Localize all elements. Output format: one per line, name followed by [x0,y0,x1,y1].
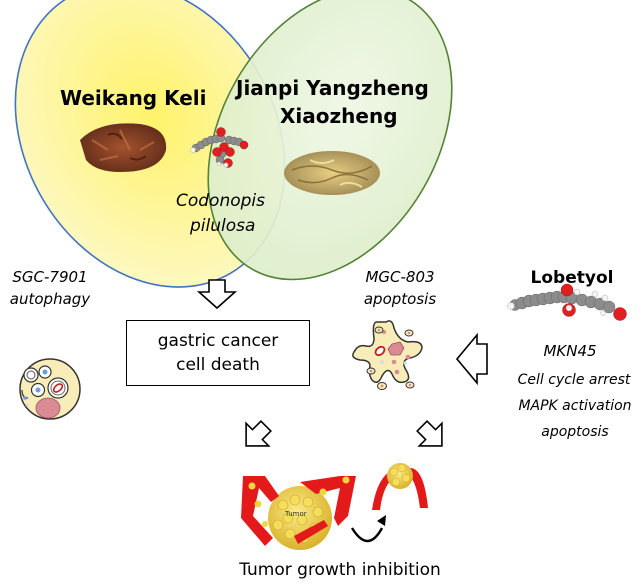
venn-label-jianpi-line1: Jianpi Yangzheng [236,76,429,100]
box-text-line1: gastric cancer [157,331,279,351]
curved-arrow-progression [350,515,386,543]
lobetyol-molecule-model [507,283,627,321]
compound-name-lobetyol: Lobetyol [530,268,614,288]
cell-line-sgc7901: SGC-7901 [12,268,88,286]
root-image-codonopsis [284,151,380,195]
effect-cell-cycle-arrest: Cell cycle arrest [517,372,631,388]
arrow-diagonal-to-tumor-right [416,420,443,447]
arrow-down-to-cell-death [196,279,238,310]
venn-label-jianpi-line2: Xiaozheng [280,104,398,128]
overlap-label-codonopsis-line1: Codonopis [176,191,266,211]
tumor-growth-inhibition-label: Tumor growth inhibition [239,560,441,580]
tumor-large-illustration [241,476,356,550]
venn-set-jianpi-yangzheng-xiaozheng [207,0,453,281]
molecule-model-small [190,127,249,168]
arrow-left-from-lobetyol [455,332,488,386]
herb-image-weikang-keli [80,123,167,172]
mechanism-apoptosis: apoptosis [363,290,437,308]
box-text-line2: cell death [176,355,260,375]
overlap-label-codonopsis-line2: pilulosa [190,216,256,236]
effect-mapk-activation: MAPK activation [518,398,632,414]
cell-line-mgc803: MGC-803 [365,268,435,286]
arrow-diagonal-to-tumor-left [245,420,272,447]
tumor-label: Tumor [285,510,307,518]
apoptosis-cell-illustration [352,320,423,390]
effect-apoptosis: apoptosis [541,424,609,440]
mechanism-autophagy: autophagy [9,290,91,308]
gastric-cancer-cell-death-box: gastric cancer cell death [126,320,310,386]
venn-label-weikang-keli: Weikang Keli [60,86,207,110]
cell-line-mkn45: MKN45 [543,342,597,360]
tumor-small-illustration [372,463,428,510]
autophagy-cell-illustration [19,358,81,420]
